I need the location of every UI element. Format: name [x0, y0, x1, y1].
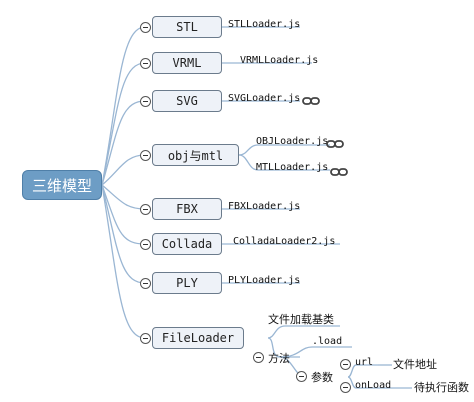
param-url-desc[interactable]: 文件地址 — [393, 358, 437, 371]
node-fbx-label: FBX — [176, 202, 198, 216]
leaf-mtlloader[interactable]: MTLLoader.js — [256, 162, 329, 173]
node-stl[interactable]: STL — [152, 16, 222, 38]
node-fileloader[interactable]: FileLoader — [152, 327, 244, 349]
node-collada[interactable]: Collada — [152, 233, 222, 255]
leaf-vrmlloader[interactable]: VRMLLoader.js — [240, 55, 319, 66]
param-onload[interactable]: onLoad — [355, 380, 392, 391]
method-label[interactable]: 方法 — [268, 352, 290, 365]
node-vrml-label: VRML — [172, 56, 202, 70]
leaf-stlloader[interactable]: STLLoader.js — [228, 19, 301, 30]
method-load[interactable]: .load — [312, 336, 343, 347]
node-ply[interactable]: PLY — [152, 272, 222, 294]
param-url[interactable]: url — [355, 357, 374, 368]
node-vrml[interactable]: VRML — [152, 52, 222, 74]
leaf-fbxloader[interactable]: FBXLoader.js — [228, 201, 301, 212]
params-label[interactable]: 参数 — [311, 371, 333, 384]
node-fileloader-label: FileLoader — [161, 331, 235, 345]
link-icon[interactable] — [326, 139, 344, 149]
collapse-toggle-stl[interactable] — [140, 22, 151, 33]
param-onload-desc[interactable]: 待执行函数 — [414, 381, 469, 394]
link-icon[interactable] — [330, 167, 348, 177]
node-objmtl[interactable]: obj与mtl — [152, 144, 239, 166]
collapse-toggle-method[interactable] — [253, 352, 264, 363]
collapse-toggle-url[interactable] — [340, 359, 351, 370]
node-fbx[interactable]: FBX — [152, 198, 222, 220]
node-svg[interactable]: SVG — [152, 90, 222, 112]
leaf-objloader[interactable]: OBJLoader.js — [256, 136, 329, 147]
collapse-toggle-objmtl[interactable] — [140, 150, 151, 161]
collapse-toggle-fileloader[interactable] — [140, 333, 151, 344]
link-icon[interactable] — [302, 96, 320, 106]
collapse-toggle-collada[interactable] — [140, 239, 151, 250]
leaf-colladaloader[interactable]: ColladaLoader2.js — [233, 236, 336, 247]
node-svg-label: SVG — [176, 94, 198, 108]
collapse-toggle-onload[interactable] — [340, 382, 351, 393]
collapse-toggle-svg[interactable] — [140, 96, 151, 107]
node-objmtl-label: obj与mtl — [167, 148, 224, 163]
leaf-plyloader[interactable]: PLYLoader.js — [228, 275, 301, 286]
collapse-toggle-params[interactable] — [296, 371, 307, 382]
fileloader-description[interactable]: 文件加载基类 — [268, 313, 334, 326]
node-ply-label: PLY — [176, 276, 198, 290]
node-collada-label: Collada — [161, 237, 213, 251]
root-node[interactable]: 三维模型 — [22, 170, 102, 200]
collapse-toggle-vrml[interactable] — [140, 58, 151, 69]
collapse-toggle-fbx[interactable] — [140, 204, 151, 215]
node-stl-label: STL — [176, 20, 198, 34]
root-label: 三维模型 — [31, 177, 92, 195]
collapse-toggle-ply[interactable] — [140, 278, 151, 289]
leaf-svgloader[interactable]: SVGLoader.js — [228, 93, 301, 104]
